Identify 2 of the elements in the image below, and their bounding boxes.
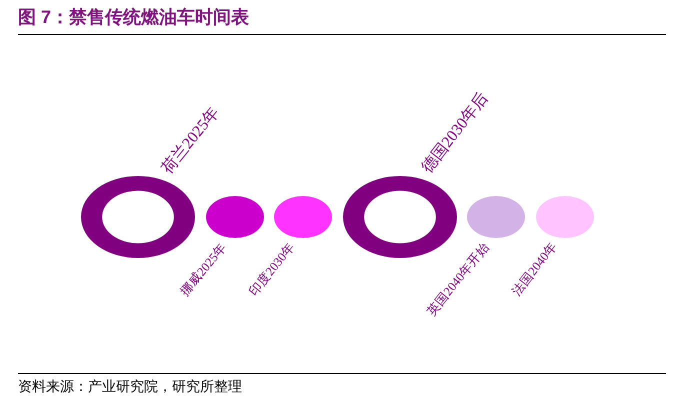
- figure-title: 图 7：禁售传统燃油车时间表: [18, 6, 250, 28]
- source-note: 资料来源：产业研究院，研究所整理: [18, 379, 242, 397]
